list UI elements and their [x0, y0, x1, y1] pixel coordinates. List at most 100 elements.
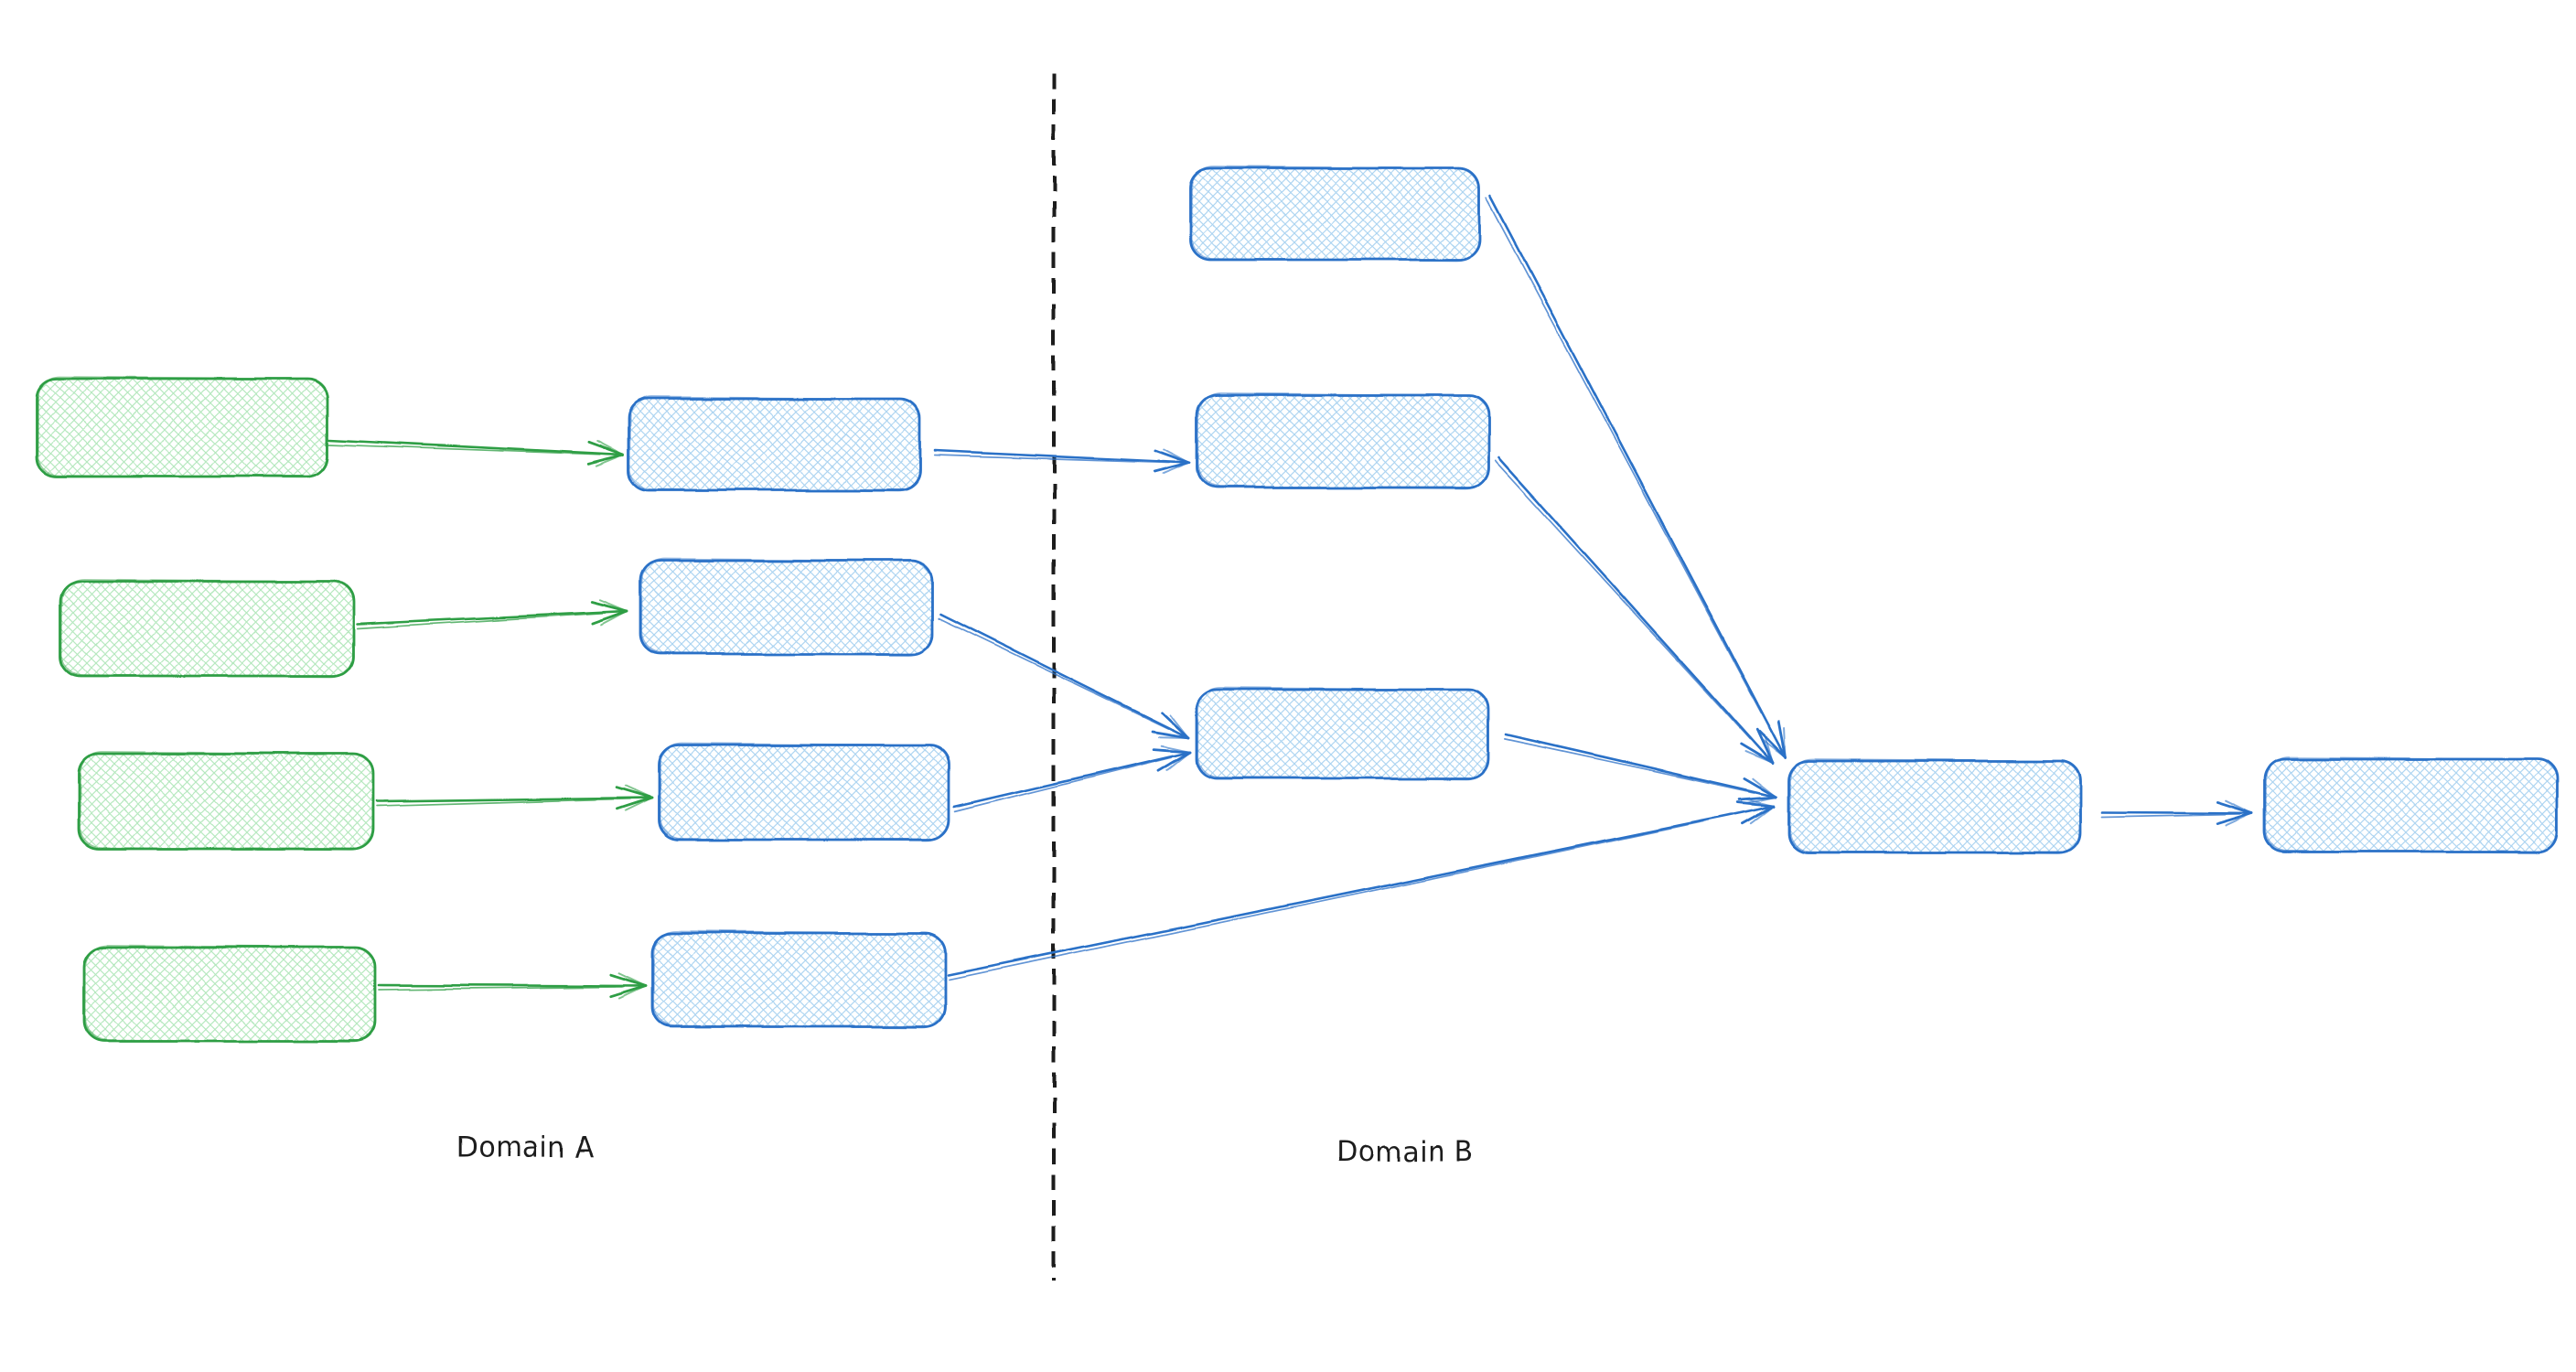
- arrow-b-node-2-to-b-hub: [1494, 456, 1775, 765]
- node-rect-b-hub: [1787, 759, 2082, 854]
- arrowhead-stroke: [1160, 745, 1191, 753]
- domain-b-label: Domain B: [1336, 1136, 1475, 1168]
- node-rect-b-node-3: [1195, 688, 1490, 780]
- arrowhead-stroke: [1783, 727, 1787, 758]
- arrow-a-source-2-to-a-stage-2: [355, 598, 628, 629]
- node-rect-a-stage-2: [639, 559, 934, 656]
- arrow-a-stage-1-to-b-node-2: [933, 448, 1192, 476]
- node-rect-a-stage-1: [627, 397, 922, 492]
- arrowhead-stroke: [1746, 796, 1777, 804]
- arrow-a-source-3-to-a-stage-3: [375, 784, 653, 812]
- arrow-shaft-overdraw: [327, 444, 601, 456]
- arrowhead-stroke: [1162, 462, 1191, 476]
- arrow-shaft: [952, 751, 1188, 809]
- node-a-source-4: [82, 945, 377, 1043]
- node-rect-overdraw-a-source-2: [60, 579, 354, 678]
- arrowhead-stroke: [599, 610, 628, 626]
- node-rect-overdraw-a-stage-4: [652, 930, 946, 1029]
- arrow-shaft-overdraw: [2101, 813, 2241, 818]
- node-rect-a-source-4: [82, 946, 377, 1043]
- arrow-a-source-4-to-a-stage-4: [377, 972, 648, 1000]
- node-b-final: [2263, 756, 2560, 853]
- arrowhead-icon: [2216, 799, 2254, 827]
- node-rect-overdraw-b-node-1: [1190, 166, 1480, 262]
- arrow-shaft-overdraw: [1485, 197, 1763, 714]
- arrowhead-stroke: [596, 439, 624, 456]
- node-rect-overdraw-a-source-3: [79, 751, 374, 851]
- node-b-hub: [1787, 758, 2082, 854]
- arrow-shaft: [1488, 194, 1786, 756]
- arrow-b-node-1-to-b-hub: [1485, 194, 1787, 759]
- node-rect-overdraw-b-node-2: [1197, 392, 1489, 489]
- arrow-shaft: [939, 612, 1186, 737]
- node-a-stage-4: [650, 930, 947, 1029]
- node-a-source-2: [59, 579, 355, 678]
- node-rect-overdraw-a-stage-3: [659, 743, 950, 841]
- node-a-stage-3: [657, 743, 950, 841]
- node-rect-overdraw-b-node-3: [1197, 687, 1489, 780]
- arrow-shaft: [327, 438, 621, 456]
- arrow-shaft-overdraw: [1494, 459, 1752, 740]
- arrow-shaft-overdraw: [948, 819, 1710, 981]
- arrowhead-stroke: [1744, 750, 1774, 764]
- arrow-a-stage-3-to-b-node-3: [952, 745, 1192, 812]
- node-rect-a-source-3: [77, 752, 375, 851]
- arrow-shaft: [377, 983, 644, 988]
- node-rect-overdraw-a-stage-2: [640, 558, 933, 656]
- arrowhead-stroke: [2224, 812, 2253, 827]
- node-a-source-3: [77, 751, 375, 851]
- arrowhead-icon: [1152, 745, 1192, 772]
- arrow-shaft: [1497, 456, 1772, 762]
- arrow-shaft-overdraw: [356, 612, 606, 629]
- node-rect-a-source-1: [35, 377, 329, 478]
- node-rect-a-stage-4: [650, 931, 947, 1029]
- arrowhead-icon: [609, 972, 648, 1000]
- arrowhead-icon: [1738, 777, 1778, 804]
- domain-a-label: Domain A: [456, 1131, 594, 1163]
- arrowhead-stroke: [2225, 799, 2253, 814]
- arrowhead-icon: [589, 598, 628, 626]
- node-rect-a-source-2: [59, 580, 355, 678]
- node-rect-overdraw-a-source-4: [84, 945, 376, 1043]
- arrowhead-icon: [1758, 720, 1787, 759]
- arrowhead-icon: [585, 439, 625, 467]
- arrow-b-hub-to-b-final: [2100, 799, 2254, 827]
- node-rect-overdraw-b-final: [2265, 756, 2559, 853]
- arrow-shaft: [1504, 733, 1775, 798]
- arrowhead-icon: [1151, 710, 1190, 739]
- node-b-node-3: [1195, 687, 1490, 780]
- arrow-shaft-overdraw: [378, 986, 626, 991]
- arrow-shaft-overdraw: [937, 616, 1169, 729]
- arrowhead-icon: [1736, 798, 1776, 825]
- arrowhead-icon: [1153, 448, 1192, 476]
- node-rect-overdraw-b-hub: [1789, 758, 2081, 854]
- arrow-shaft: [375, 796, 649, 803]
- node-rect-b-node-2: [1196, 393, 1490, 489]
- arrowhead-stroke: [1752, 777, 1777, 798]
- arrow-a-stage-4-to-b-hub: [946, 798, 1776, 981]
- arrowhead-stroke: [618, 985, 647, 1000]
- node-rect-b-node-1: [1188, 166, 1481, 262]
- arrow-shaft-overdraw: [954, 756, 1173, 812]
- arrowhead-stroke: [595, 454, 624, 467]
- arrowhead-icon: [615, 784, 653, 812]
- arrow-shaft: [2100, 810, 2250, 815]
- arrow-shaft: [355, 609, 625, 626]
- node-a-stage-2: [639, 558, 934, 656]
- arrowhead-stroke: [618, 972, 647, 987]
- arrowhead-stroke: [1744, 798, 1776, 807]
- arrow-shaft: [933, 449, 1188, 465]
- node-a-stage-1: [627, 396, 922, 492]
- node-b-node-1: [1188, 166, 1481, 262]
- node-b-node-2: [1196, 392, 1490, 489]
- arrowhead-stroke: [1163, 448, 1191, 464]
- arrow-shaft-overdraw: [1504, 738, 1755, 794]
- arrowhead-stroke: [1763, 734, 1774, 764]
- node-rect-overdraw-a-stage-1: [628, 396, 921, 492]
- arrow-shaft: [946, 805, 1773, 977]
- arrowhead-stroke: [624, 797, 652, 812]
- arrow-a-source-1-to-a-stage-1: [327, 438, 625, 467]
- arrow-a-stage-2-to-b-node-3: [937, 612, 1190, 739]
